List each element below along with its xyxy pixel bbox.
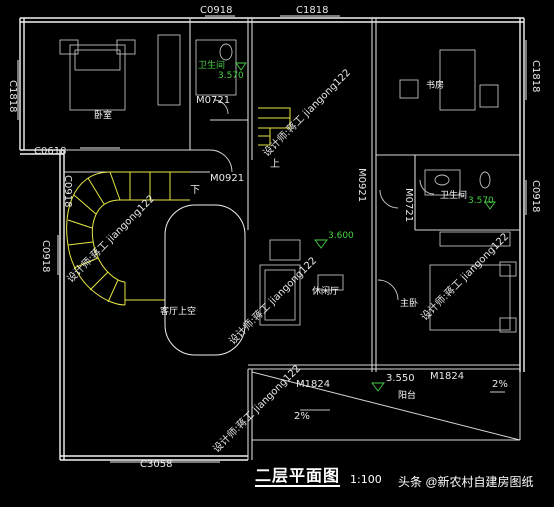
window-code-c1818-top: C1818 — [296, 5, 329, 16]
window-code-c1818-left: C1818 — [7, 80, 18, 113]
room-label-study: 书房 — [426, 81, 445, 91]
room-label-master: 主卧 — [400, 299, 419, 309]
source-footer: 头条 @新农村自建房图纸 — [398, 475, 534, 489]
interior-walls — [24, 18, 520, 460]
elevation-balcony: 3.550 — [386, 373, 415, 384]
door-swings — [209, 99, 435, 301]
window-code-c0918-right: C0918 — [530, 180, 541, 213]
spiral-staircase — [66, 171, 246, 356]
stair-mark-down: 下 — [190, 185, 200, 196]
window-code-c1818-right: C1818 — [530, 60, 541, 93]
room-label-bedroom: 卧室 — [94, 111, 113, 121]
furniture — [59, 34, 517, 333]
door-code-m0721-bath1: M0721 — [196, 95, 231, 106]
exterior-walls — [19, 17, 525, 461]
room-label-bath1: 卫生间 — [198, 61, 226, 71]
room-label-balcony: 阳台 — [398, 391, 417, 401]
door-code-m0721-bath2: M0721 — [403, 188, 414, 223]
elevation-triangles — [235, 62, 496, 392]
window-code-c0918-left-lower: C0918 — [40, 240, 51, 273]
stair-mark-up: 上 — [270, 159, 280, 170]
small-straight-stair — [258, 107, 291, 146]
elevation-bath2: 3.570 — [468, 196, 494, 206]
slope-arrows — [300, 391, 505, 411]
door-code-m0921-right: M0921 — [356, 168, 367, 203]
window-code-c0918-left-upper: C0918 — [62, 175, 73, 208]
door-code-m1824-right: M1824 — [430, 371, 465, 382]
room-label-hall-void: 客厅上空 — [160, 307, 197, 317]
balcony-outline — [251, 371, 521, 441]
slope-balcony-left: 2% — [294, 411, 310, 422]
drawing-title: 二层平面图 — [255, 466, 341, 487]
door-code-m1824-left: M1824 — [296, 379, 331, 390]
elevation-lounge: 3.600 — [328, 231, 354, 241]
room-label-bath2: 卫生间 — [440, 191, 468, 201]
window-code-c3058: C3058 — [140, 459, 173, 470]
drawing-scale: 1:100 — [350, 473, 382, 486]
door-code-m0921-stair: M0921 — [210, 173, 245, 184]
window-code-c0618: C0618 — [34, 146, 67, 157]
window-marks — [17, 15, 527, 463]
window-code-c0918-top: C0918 — [200, 5, 233, 16]
room-label-lounge: 休闲厅 — [312, 287, 340, 297]
slope-balcony-right: 2% — [492, 379, 508, 390]
elevation-bath1: 3.570 — [218, 71, 244, 81]
